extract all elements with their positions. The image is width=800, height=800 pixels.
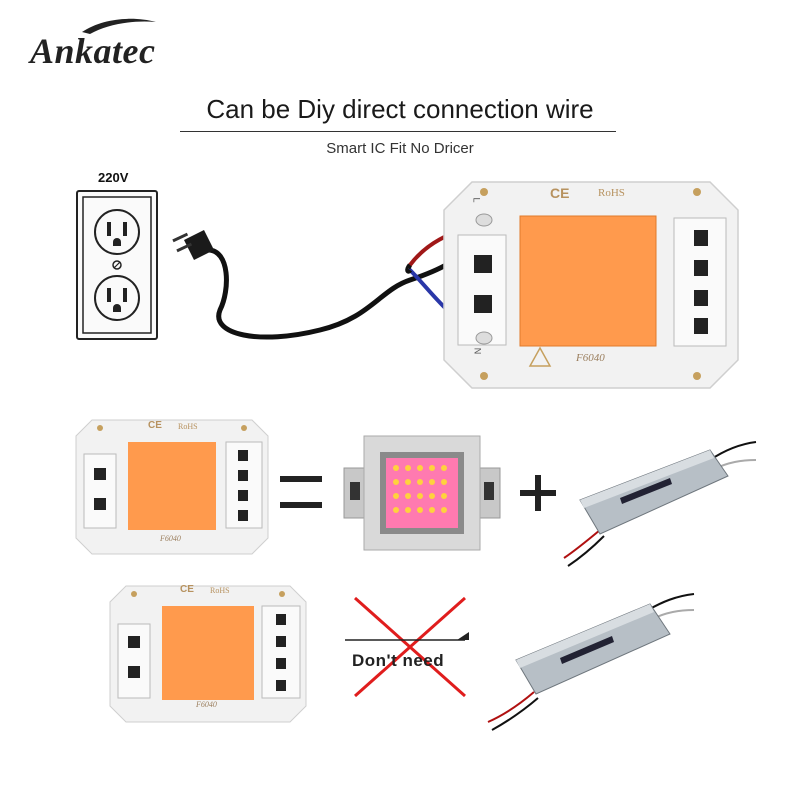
rohs-mark-medium: RoHS bbox=[178, 422, 198, 431]
cob-led-board-medium bbox=[75, 419, 269, 555]
plus-sign-icon-vertical bbox=[535, 475, 541, 511]
brand-swoosh-icon bbox=[82, 18, 156, 34]
ce-mark-small: CE bbox=[180, 584, 194, 595]
brand-logo: Ankatec bbox=[30, 31, 156, 71]
page-subtitle: Smart IC Fit No Dricer bbox=[326, 140, 474, 157]
plug-icon bbox=[172, 230, 214, 260]
led-driver-icon-lower bbox=[487, 593, 695, 731]
cob-led-board-large bbox=[443, 181, 739, 389]
no-driver-cross-icon bbox=[345, 596, 469, 698]
equals-sign-icon-lower bbox=[280, 502, 322, 508]
page-title: Can be Diy direct connection wire bbox=[206, 94, 594, 124]
rohs-mark-small: RoHS bbox=[210, 586, 230, 595]
equals-sign-icon bbox=[280, 476, 322, 482]
pin-l-label: L bbox=[471, 197, 482, 203]
model-label-medium: F6040 bbox=[160, 534, 181, 543]
model-label: F6040 bbox=[576, 352, 605, 364]
model-label-small: F6040 bbox=[196, 700, 217, 709]
pin-n-label: N bbox=[472, 347, 483, 355]
wall-outlet-icon bbox=[76, 190, 158, 340]
voltage-label: 220V bbox=[98, 170, 129, 185]
title-divider bbox=[180, 131, 616, 132]
dont-need-label: Don't need bbox=[352, 651, 445, 670]
power-cable-icon bbox=[172, 230, 478, 340]
ce-mark-medium: CE bbox=[148, 420, 162, 431]
bare-led-chip-icon bbox=[343, 435, 501, 551]
led-driver-icon bbox=[563, 441, 757, 567]
ce-mark: CE bbox=[550, 185, 570, 201]
cob-led-board-small bbox=[109, 585, 307, 723]
rohs-mark: RoHS bbox=[598, 187, 625, 199]
